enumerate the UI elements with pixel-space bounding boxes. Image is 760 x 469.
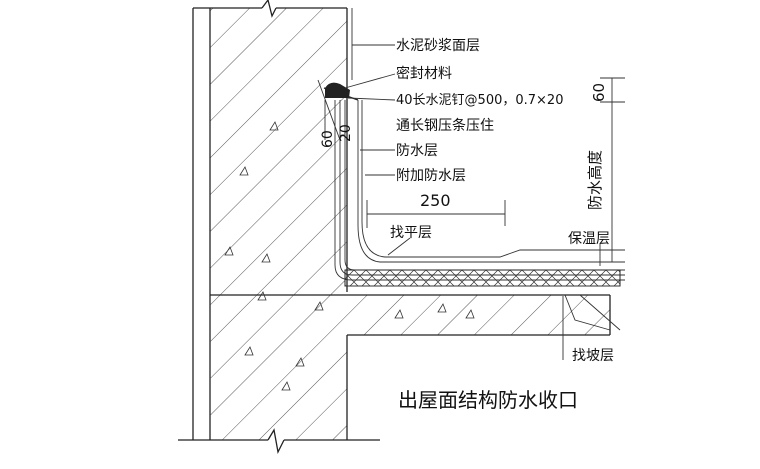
label-slope: 找坡层 <box>572 348 614 364</box>
label-leveling: 找平层 <box>390 225 432 241</box>
aggregate-marks <box>224 121 475 391</box>
label-nail: 40长水泥钉@500，0.7×20 <box>396 93 563 108</box>
break-line-top <box>193 0 347 18</box>
label-sealant: 密封材料 <box>396 65 452 82</box>
dim-20: 20 <box>338 124 354 142</box>
drawing-title: 出屋面结构防水收口 <box>398 388 578 412</box>
label-strip: 通长钢压条压住 <box>396 117 494 134</box>
label-insulation: 保温层 <box>568 231 610 247</box>
label-height-vertical: 防水高度 <box>586 150 604 210</box>
slope-layer <box>345 285 621 331</box>
insulation-layer <box>344 269 621 287</box>
label-extra-waterproof: 附加防水层 <box>396 168 466 184</box>
structural-slab <box>210 294 611 440</box>
label-waterproof: 防水层 <box>396 143 438 159</box>
dim-60-top: 60 <box>590 83 608 102</box>
dim-250: 250 <box>420 191 451 210</box>
leader-lines <box>344 44 601 360</box>
label-mortar: 水泥砂浆面层 <box>396 38 480 54</box>
dim-60-left: 60 <box>320 130 336 148</box>
sealant-and-nail <box>323 82 359 101</box>
dimension-lines <box>317 77 625 262</box>
break-line-bottom <box>178 428 380 455</box>
concrete-wall <box>192 8 348 440</box>
